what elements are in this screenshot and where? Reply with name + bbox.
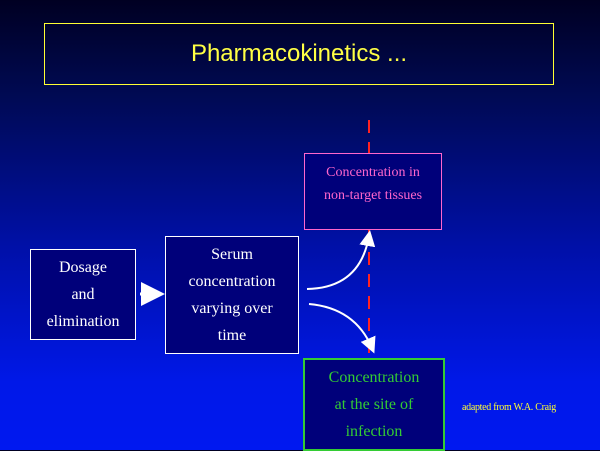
non-target-line: non-target tissues <box>323 188 423 203</box>
arrow-serum-to-site <box>308 303 376 354</box>
dosage-line: elimination <box>46 313 120 330</box>
non-target-box: Concentration in non-target tissues <box>304 153 442 230</box>
serum-line: concentration <box>188 273 276 290</box>
slide-title-box: Pharmacokinetics ... <box>44 23 554 85</box>
dosage-line: Dosage <box>59 259 107 276</box>
credit-text: adapted from W.A. Craig <box>462 402 556 413</box>
slide-title: Pharmacokinetics ... <box>190 40 408 67</box>
serum-box: Serum concentration varying over time <box>165 236 299 354</box>
dosage-box: Dosage and elimination <box>30 249 136 340</box>
site-line: Concentration <box>328 369 420 386</box>
dosage-line: and <box>71 286 95 303</box>
serum-line: varying over <box>191 300 273 317</box>
site-line: at the site of <box>334 396 414 413</box>
site-line: infection <box>345 423 403 440</box>
serum-line: Serum <box>211 246 253 263</box>
serum-line: time <box>217 327 247 344</box>
non-target-line: Concentration in <box>326 165 420 180</box>
arrow-serum-to-nontarget <box>306 230 376 290</box>
site-of-infection-box: Concentration at the site of infection <box>303 358 445 451</box>
